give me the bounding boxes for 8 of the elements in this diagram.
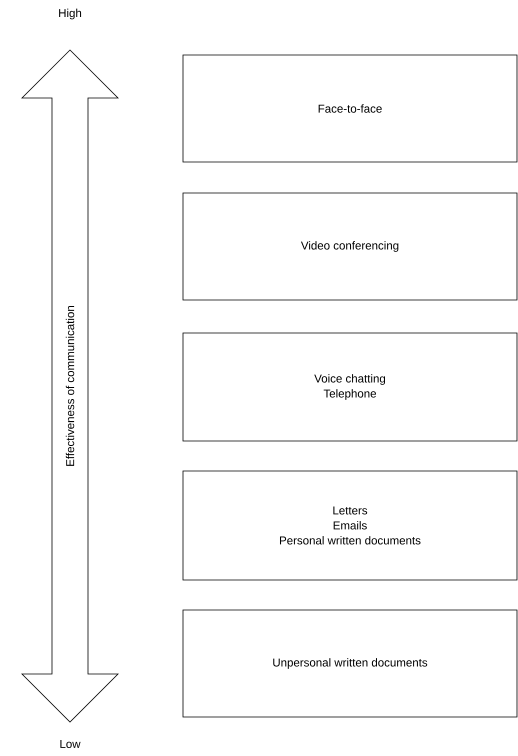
scale-label: Low xyxy=(60,740,81,748)
axis-label: Effectiveness of communication xyxy=(66,306,74,466)
text-box: Voice chatting Telephone xyxy=(182,332,518,442)
text-box: Video conferencing xyxy=(182,192,518,300)
text-box: Letters Emails Personal written documents xyxy=(182,470,518,580)
text-box: Unpersonal written documents xyxy=(182,610,518,718)
scale-label: High xyxy=(59,8,82,20)
text-box: Face-to-face xyxy=(182,54,518,162)
